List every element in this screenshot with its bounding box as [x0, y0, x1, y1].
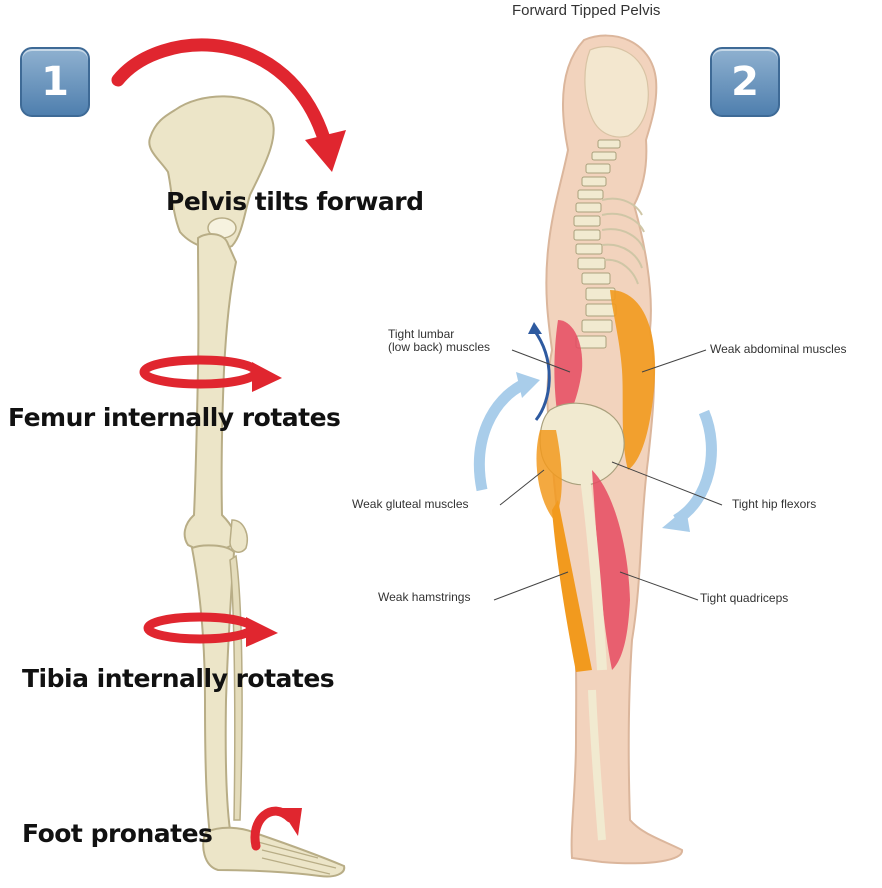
lumbar-blue-arrow [532, 329, 551, 421]
femur-rotation-arrow [139, 355, 282, 392]
diagram-title: Forward Tipped Pelvis [512, 2, 661, 19]
left-panel-skeleton: 1 Pelvis tilts forward Femur internally … [8, 38, 424, 878]
forward-tipped-pelvis-illustration [473, 34, 723, 865]
rear-flow-arrow [473, 379, 527, 492]
lumbar-muscles [554, 320, 583, 430]
step-1-badge: 1 [20, 47, 90, 117]
abdominal-label: Weak abdominal muscles [710, 342, 847, 356]
gluteal-label: Weak gluteal muscles [352, 497, 469, 511]
abdominal-muscles [610, 290, 656, 470]
hamstrings-label: Weak hamstrings [378, 590, 471, 604]
hip-flexors-label: Tight hip flexors [732, 497, 817, 511]
toe-lines [257, 841, 337, 875]
femur-bone [579, 469, 607, 671]
foot-label: Foot pronates [22, 819, 213, 848]
ribs [601, 197, 645, 285]
spine [573, 139, 621, 349]
gluteal-muscles [536, 430, 562, 520]
tibia-label: Tibia internally rotates [22, 664, 335, 693]
skull [584, 46, 649, 138]
lower-leg [588, 689, 606, 841]
femur-label: Femur internally rotates [8, 403, 341, 432]
hamstring-muscles [552, 500, 592, 672]
right-panel-anatomy: Forward Tipped Pelvis 2 Tight lumbar (lo… [352, 0, 882, 888]
foot-bones [202, 826, 346, 878]
front-flow-arrow [672, 409, 717, 525]
patella [229, 519, 248, 553]
skeletal-leg-illustration [111, 38, 346, 878]
foot-pronation-arrow [250, 806, 302, 851]
lumbar-label: Tight lumbar (low back) muscles [388, 327, 491, 354]
quadriceps-label: Tight quadriceps [700, 591, 789, 605]
step-2-badge: 2 [710, 47, 780, 117]
leader-lines [493, 349, 723, 601]
pelvis-label: Pelvis tilts forward [166, 187, 424, 216]
femur-bone [183, 233, 238, 552]
quadricep-muscles [592, 470, 630, 670]
tibia-rotation-arrow [143, 612, 278, 647]
pelvis-rotation-arrow [111, 38, 333, 152]
